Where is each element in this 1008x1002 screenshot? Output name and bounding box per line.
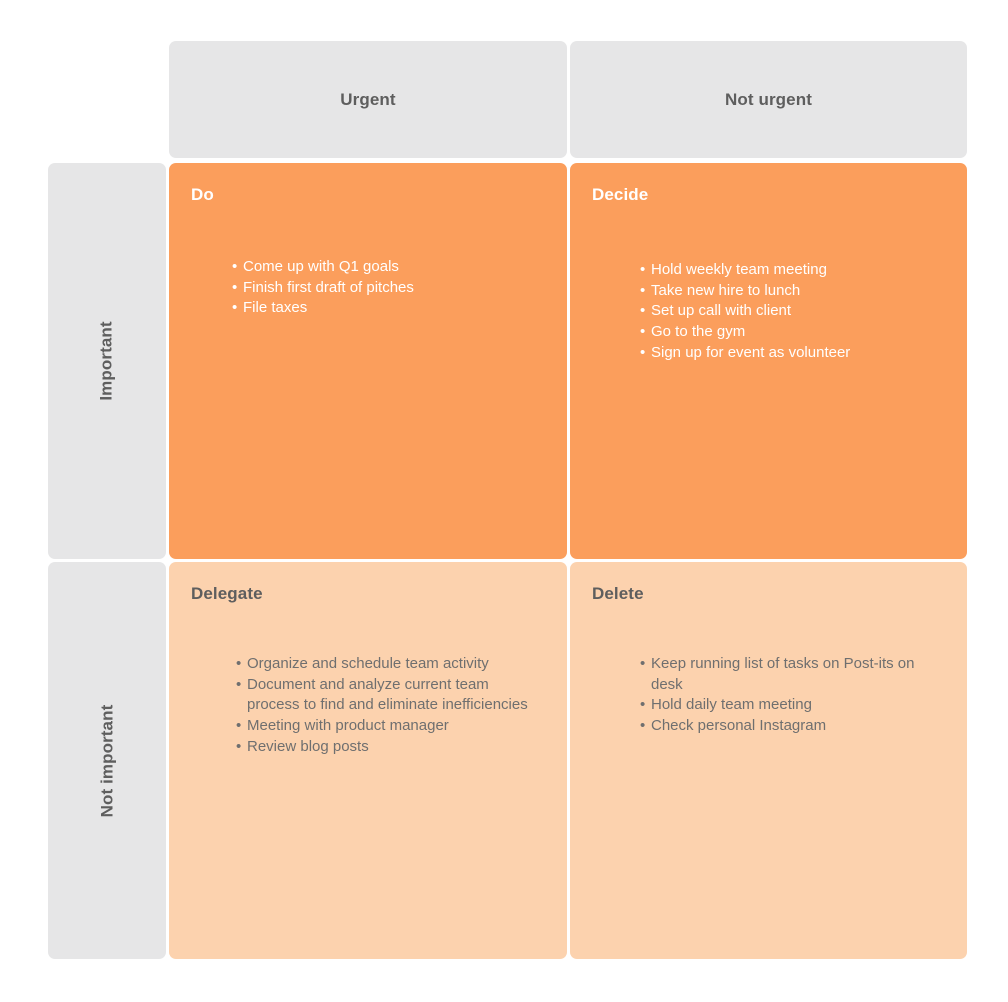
quadrant-delegate[interactable]: Delegate • Organize and schedule team act… (169, 562, 567, 959)
bullet-icon: • (640, 302, 646, 320)
quadrant-do[interactable]: Do • Come up with Q1 goals • Finish first d… (169, 163, 567, 559)
bullet-icon: • (640, 696, 646, 714)
quadrant-delete-task-list: • Keep running list of tasks on Post-its … (640, 654, 939, 737)
bullet-icon: • (640, 343, 646, 361)
task-item-label: File taxes (243, 299, 308, 317)
task-item[interactable]: • File taxes (232, 298, 551, 319)
column-header-urgent-label: Urgent (340, 89, 396, 109)
task-item[interactable]: • Organize and schedule team activity (236, 654, 539, 675)
quadrant-delete-title: Delete (592, 584, 644, 603)
task-item-label: Organize and schedule team activity (247, 655, 489, 672)
task-item-label: Go to the gym (651, 323, 746, 341)
row-header-not-important-label: Not important (96, 704, 116, 817)
bullet-icon: • (236, 655, 242, 672)
quadrant-delete[interactable]: Delete • Keep running list of tasks on Po… (570, 562, 967, 959)
task-item[interactable]: • Go to the gym (640, 322, 951, 343)
task-item[interactable]: • Meeting with product manager (236, 716, 539, 737)
task-item[interactable]: • Hold daily team meeting (640, 695, 939, 716)
task-item[interactable]: • Finish first draft of pitches (232, 278, 551, 299)
task-item[interactable]: • Set up call with client (640, 301, 951, 322)
quadrant-delegate-title: Delegate (191, 584, 263, 603)
bullet-icon: • (640, 717, 646, 735)
column-header-urgent[interactable]: Urgent (169, 41, 567, 158)
quadrant-decide[interactable]: Decide • Hold weekly team meeting • Take ne… (570, 163, 967, 559)
bullet-icon: • (236, 717, 242, 735)
task-item[interactable]: • Keep running list of tasks on Post-its … (640, 654, 939, 695)
bullet-icon: • (232, 278, 238, 296)
task-item[interactable]: • Sign up for event as volunteer (640, 343, 951, 364)
row-header-important[interactable]: Important (48, 163, 166, 559)
task-item-label: Finish first draft of pitches (243, 278, 414, 296)
task-item-label: Review blog posts (247, 737, 369, 755)
quadrant-decide-task-list: • Hold weekly team meeting • Take new hire … (640, 260, 951, 364)
task-item[interactable]: • Take new hire to lunch (640, 281, 951, 302)
bullet-icon: • (640, 281, 646, 299)
bullet-icon: • (232, 299, 238, 317)
task-item-label: Document and analyze current team proces… (247, 675, 528, 714)
bullet-icon: • (232, 258, 238, 275)
task-item-label: Set up call with client (651, 302, 792, 320)
column-header-not-urgent[interactable]: Not urgent (570, 41, 967, 158)
task-item-label: Sign up for event as volunteer (651, 343, 851, 361)
quadrant-delegate-task-list: • Organize and schedule team activity • Doc… (236, 654, 539, 758)
task-item-label: Keep running list of tasks on Post-its o… (651, 655, 915, 693)
task-item[interactable]: • Come up with Q1 goals (232, 257, 551, 278)
bullet-icon: • (640, 261, 646, 278)
row-header-important-label: Important (96, 321, 116, 401)
bullet-icon: • (236, 737, 242, 755)
task-item-label: Take new hire to lunch (651, 281, 801, 299)
quadrant-decide-title: Decide (592, 185, 649, 204)
column-header-not-urgent-label: Not urgent (725, 89, 812, 109)
task-item-label: Come up with Q1 goals (243, 258, 399, 275)
bullet-icon: • (236, 675, 242, 693)
task-item-label: Meeting with product manager (247, 717, 449, 735)
task-item[interactable]: • Check personal Instagram (640, 716, 939, 737)
task-item-label: Hold weekly team meeting (651, 261, 827, 278)
task-item[interactable]: • Document and analyze current team proce… (236, 675, 539, 716)
task-item-label: Hold daily team meeting (651, 696, 812, 714)
quadrant-do-task-list: • Come up with Q1 goals • Finish first draf… (232, 257, 551, 319)
task-item[interactable]: • Review blog posts (236, 737, 539, 758)
bullet-icon: • (640, 655, 646, 672)
row-header-not-important[interactable]: Not important (48, 562, 166, 959)
task-item[interactable]: • Hold weekly team meeting (640, 260, 951, 281)
task-item-label: Check personal Instagram (651, 717, 827, 735)
bullet-icon: • (640, 323, 646, 341)
quadrant-do-title: Do (191, 185, 214, 204)
